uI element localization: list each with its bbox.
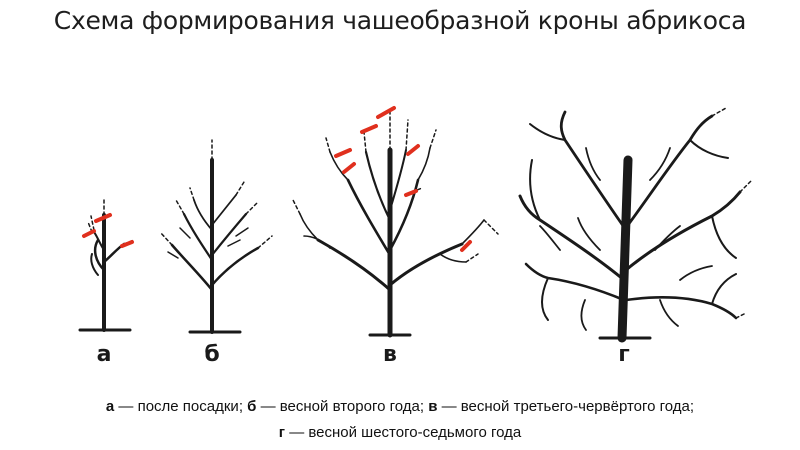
- branch: [210, 246, 260, 287]
- diagram-title: Схема формирования чашеобразной кроны аб…: [53, 6, 747, 35]
- trunk: [617, 155, 633, 343]
- twig: [299, 147, 485, 263]
- twig: [529, 123, 737, 321]
- twig: [167, 227, 249, 259]
- branch: [346, 178, 392, 257]
- tree-a-label: а: [96, 342, 112, 367]
- branch: [518, 194, 626, 282]
- caption-letter-c: в: [428, 398, 438, 415]
- branch: [389, 149, 407, 211]
- caption-letter-b: б: [247, 398, 257, 415]
- caption-letter-d: г: [278, 424, 286, 441]
- branch: [388, 178, 420, 252]
- branch: [170, 243, 214, 292]
- branch: [93, 231, 105, 251]
- branch: [559, 110, 628, 232]
- tree-d-label: г: [618, 342, 630, 367]
- branch: [388, 242, 464, 287]
- branch: [93, 238, 106, 272]
- branch: [624, 190, 742, 272]
- tree-a: [78, 199, 135, 332]
- branch: [193, 199, 213, 231]
- tree-c-label: в: [383, 342, 397, 367]
- branch: [626, 114, 714, 227]
- branch: [210, 212, 248, 257]
- branch: [624, 296, 738, 320]
- caption-text-d: — весной шестого-седьмого года: [285, 424, 522, 441]
- branch: [211, 194, 237, 226]
- caption-line-1: а — после посадки; б — весной второго го…: [0, 398, 800, 415]
- caption-letter-a: а: [105, 398, 115, 415]
- caption-text-a: — после посадки;: [114, 398, 248, 415]
- cut-marks: [82, 213, 134, 248]
- dashed-branch: [159, 139, 273, 249]
- tree-c: [291, 106, 499, 338]
- caption-text-b: — весной второго года;: [256, 398, 429, 415]
- caption-line-2: г — весной шестого-седьмого года: [0, 424, 800, 441]
- branch: [182, 212, 214, 262]
- dashed-branch: [711, 107, 753, 319]
- caption-text-c: — весной третьего-червёртого года;: [437, 398, 695, 415]
- twig: [539, 147, 713, 331]
- branch: [364, 150, 392, 222]
- tree-b-label: б: [204, 342, 220, 367]
- tree-d: [518, 107, 753, 343]
- branch: [90, 253, 99, 276]
- tree-b: [159, 139, 273, 334]
- cut-marks: [334, 106, 472, 252]
